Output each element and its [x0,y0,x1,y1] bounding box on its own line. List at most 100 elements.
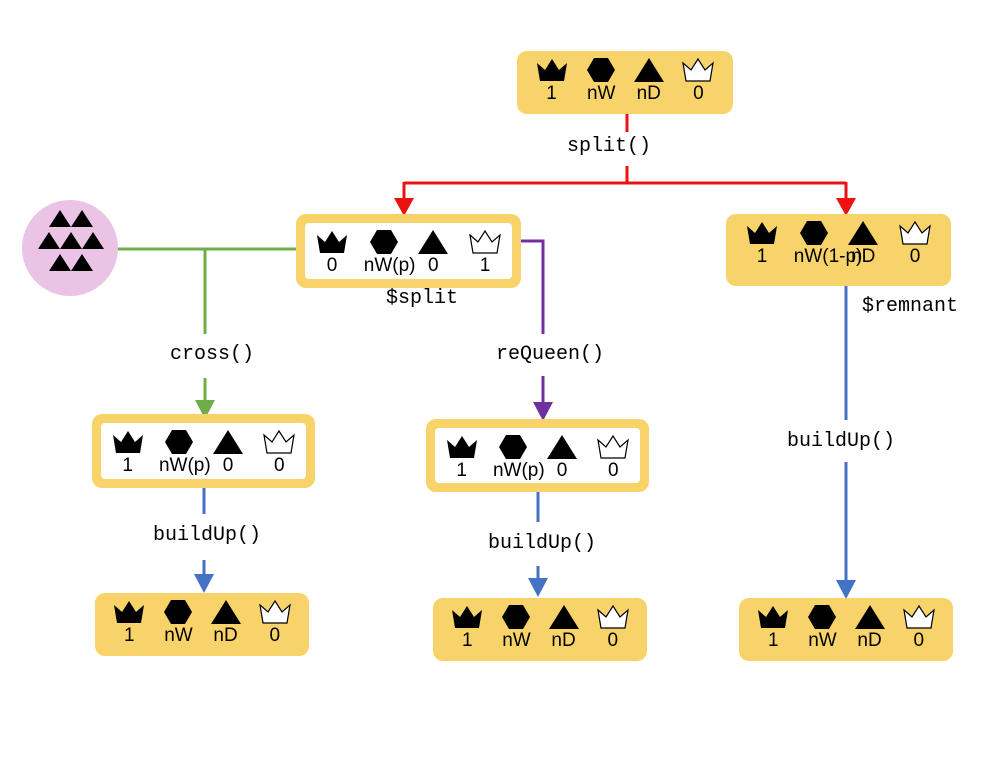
colony-composition: 1 nW(p) 0 0 [92,414,315,488]
colony-composition: 1 nW(p) 0 0 [426,419,649,492]
virgin-queen-outline-crown-icon [902,604,935,629]
composition-value: 1 [767,630,779,651]
drone-triangle-icon [548,605,579,629]
requeened-colony-node: 1 nW(p) 0 0 [426,419,649,492]
drone-triangle-icon [854,605,885,629]
queen-crown-icon [317,231,347,253]
buildup-function-label-middle: buildUp() [488,532,597,555]
virgin-queen-outline-crown-icon [682,57,715,82]
worker-hexagon-icon [587,58,616,82]
drone-triangle-icon [848,221,879,245]
colony-composition: 1 nW nD 0 [433,598,647,661]
composition-value: 1 [122,455,133,476]
split-connector [402,113,848,200]
composition-value: nD [551,630,576,651]
drone-triangle-icon [210,600,241,624]
queen-crown-icon [446,436,477,458]
drone-triangle-icon [213,430,244,454]
composition-value: nW(p) [492,460,545,481]
composition-value: nW [586,83,616,104]
built-up-colony-node-left: 1 nW nD 0 [95,593,309,656]
composition-value: nW(1-p) [793,246,863,267]
drone-triangle-icon [547,435,578,459]
colony-composition: 0 nW(p) 0 1 [296,214,521,288]
buildup-function-label-right: buildUp() [787,430,896,453]
requeen-connector [521,239,545,404]
composition-value: 0 [556,460,568,481]
buildup-arrowhead-right [836,580,856,599]
worker-hexagon-icon [799,221,828,245]
virgin-queen-outline-crown-icon [596,604,629,629]
composition-value: nD [857,630,882,651]
composition-value: 0 [608,460,619,481]
queen-crown-icon [114,601,145,623]
requeen-arrowhead [533,402,553,421]
composition-value: nD [636,83,661,104]
queen-crown-icon [758,606,789,628]
crossed-colony-node: 1 nW(p) 0 0 [92,414,315,488]
colony-composition: 1 nW nD 0 [517,51,733,114]
colony-composition: 1 nW nD 0 [739,598,953,661]
cross-arrowhead [195,400,215,419]
composition-value: 0 [909,246,921,267]
split-arrowhead-left [394,198,414,216]
queen-crown-icon [536,59,567,81]
remnant-node-label: $remnant [862,295,959,318]
worker-hexagon-icon [164,600,193,624]
worker-hexagon-icon [164,430,193,454]
composition-value: 0 [326,255,338,276]
composition-value: 0 [913,630,925,651]
root-colony-node: 1 nW nD 0 [517,51,733,114]
cross-connector [117,247,296,402]
worker-hexagon-icon [808,605,837,629]
built-up-colony-node-right: 1 nW nD 0 [739,598,953,661]
split-node-label: $split [386,287,459,310]
composition-value: nD [213,625,238,646]
built-up-colony-node-middle: 1 nW nD 0 [433,598,647,661]
drone-triangles-icon [38,210,104,271]
virgin-queen-outline-crown-icon [899,220,931,245]
virgin-queen-outline-crown-icon [597,434,630,459]
buildup-arrowhead-left [194,574,214,593]
composition-value: nW(p) [363,255,416,276]
split-arrowhead-right [836,198,856,216]
composition-value: 0 [693,83,704,104]
composition-value: 0 [607,630,619,651]
virgin-queen-outline-crown-icon [469,229,501,254]
drone-pool [22,200,118,296]
composition-value: nW(p) [158,455,211,476]
queen-crown-icon [452,606,483,628]
split-function-label: split() [567,135,652,158]
composition-value: 0 [274,455,285,476]
composition-value: 0 [222,455,234,476]
split-colony-node: 0 nW(p) 0 1 [296,214,521,288]
virgin-queen-outline-crown-icon [258,599,291,624]
colony-composition: 1 nW nD 0 [95,593,309,656]
worker-hexagon-icon [369,230,398,254]
composition-value: nW [808,630,837,651]
composition-value: nW [164,625,193,646]
composition-value: nW [502,630,531,651]
buildup-arrowhead-middle [528,578,548,597]
virgin-queen-outline-crown-icon [263,429,296,454]
buildup-connectors [202,286,848,584]
composition-value: 1 [461,630,473,651]
cross-function-label: cross() [170,343,255,366]
drone-triangle-icon [633,58,664,82]
worker-hexagon-icon [502,605,531,629]
composition-value: 1 [479,255,491,276]
queen-crown-icon [747,222,777,244]
drone-triangle-icon [418,230,449,254]
buildup-function-label-left: buildUp() [153,524,262,547]
composition-value: nD [851,246,876,267]
composition-value: 1 [546,83,557,104]
composition-value: 1 [456,460,467,481]
composition-value: 0 [427,255,439,276]
composition-value: 1 [123,625,135,646]
requeen-function-label: reQueen() [496,343,605,366]
queen-crown-icon [112,431,143,453]
composition-value: 0 [269,625,281,646]
